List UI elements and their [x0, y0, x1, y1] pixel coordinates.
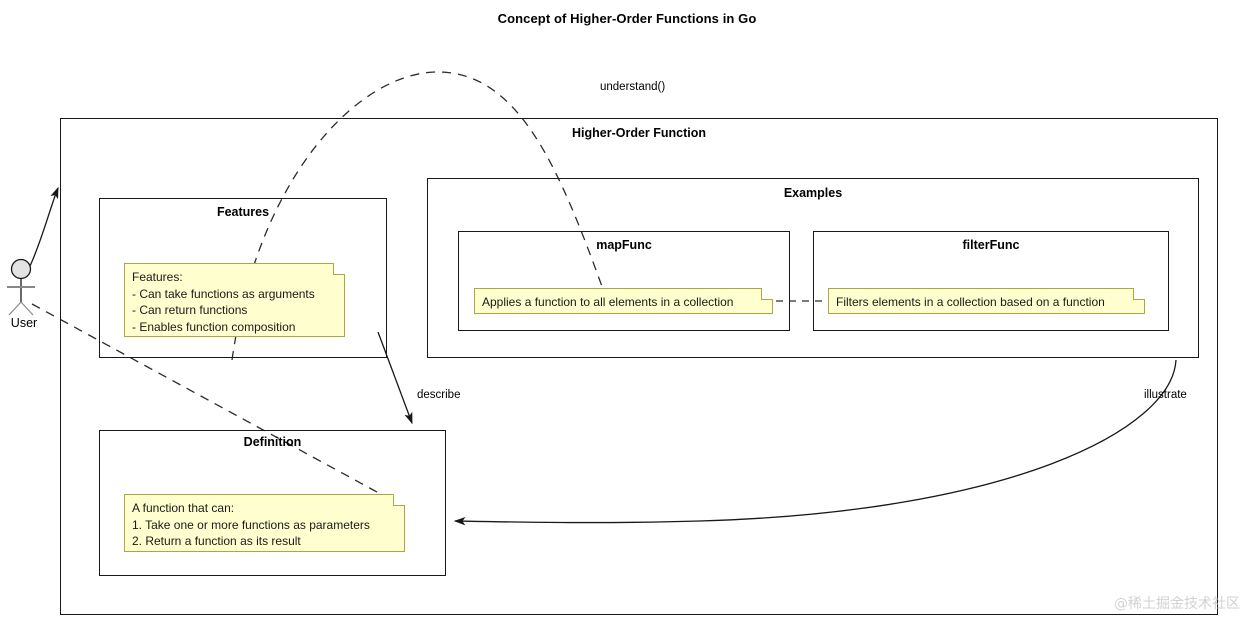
note-fold-icon	[333, 263, 345, 275]
package-title-filter-func: filterFunc	[962, 238, 1020, 252]
actor-label: User	[10, 316, 38, 330]
package-filter-func[interactable]: filterFunc	[813, 231, 1169, 331]
note-fold-icon	[393, 494, 405, 506]
note-definition: A function that can: 1. Take one or more…	[124, 494, 405, 552]
page-title: Concept of Higher-Order Functions in Go	[497, 11, 757, 26]
edge-user-to-hof	[29, 186, 59, 267]
package-definition[interactable]: Definition	[99, 430, 446, 576]
note-features: Features: - Can take functions as argume…	[124, 263, 345, 337]
package-higher-order-function[interactable]: Higher-Order Function	[60, 118, 1218, 615]
note-fold-icon	[1133, 288, 1145, 300]
note-fold-icon	[761, 288, 773, 300]
note-map-func: Applies a function to all elements in a …	[474, 288, 773, 314]
package-title-features: Features	[216, 205, 270, 219]
package-features[interactable]: Features	[99, 198, 387, 358]
package-title-definition: Definition	[243, 435, 302, 449]
watermark: @稀土掘金技术社区	[1114, 596, 1240, 612]
actor-icon	[7, 258, 35, 316]
package-title-higher-order-function: Higher-Order Function	[571, 126, 707, 140]
package-title-map-func: mapFunc	[596, 238, 652, 252]
edge-label-illustrate: illustrate	[1144, 389, 1187, 401]
edge-label-understand: understand()	[600, 81, 666, 93]
package-examples[interactable]: Examples	[427, 178, 1199, 358]
edge-label-describe: describe	[417, 389, 461, 401]
actor-user[interactable]: User	[2, 258, 46, 340]
note-filter-func: Filters elements in a collection based o…	[828, 288, 1145, 314]
package-title-examples: Examples	[783, 186, 843, 200]
package-map-func[interactable]: mapFunc	[458, 231, 790, 331]
